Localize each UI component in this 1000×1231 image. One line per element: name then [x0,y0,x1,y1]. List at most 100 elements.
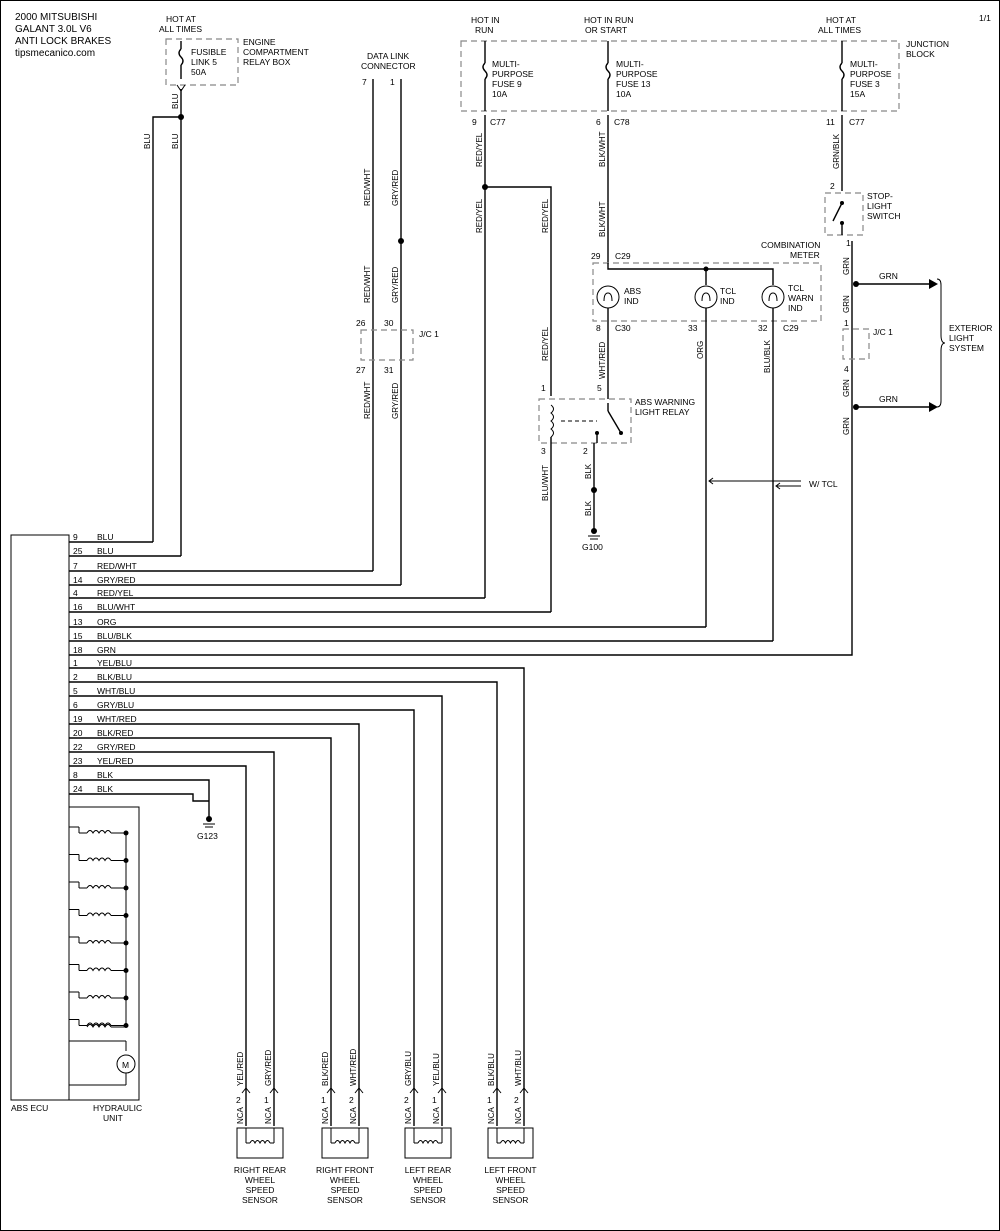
pin-number: 2 [236,1095,241,1105]
power-label: HOT IN [471,15,500,25]
power-label: HOT AT [826,15,856,25]
sensor-label: WHEEL [413,1175,444,1185]
ecu-pin-number: 15 [73,631,83,641]
connector-label: C30 [615,323,631,333]
data-link-label: DATA LINK [367,51,410,61]
ecu-pin-wire: WHT/BLU [97,686,135,696]
bulb-icon [694,285,718,309]
relay-coil-icon [550,404,554,438]
sensor-label: SPEED [414,1185,443,1195]
indicator-label: TCL [788,283,804,293]
nca-label: NCA [514,1106,523,1124]
option-label: W/ TCL [809,479,838,489]
wire-label: WHT/BLU [514,1050,523,1086]
bracket [936,278,946,408]
meter-label: METER [790,250,820,260]
ecu-box [10,534,70,1101]
power-label: HOT AT [166,14,196,24]
ecu-pin-wire: RED/YEL [97,588,134,598]
meter-label: COMBINATION [761,240,820,250]
wire-label: YEL/RED [236,1052,245,1086]
sensor-label: WHEEL [495,1175,526,1185]
indicator-label: WARN [788,293,814,303]
connector-label: C29 [783,323,799,333]
bulb-icon [761,285,785,309]
ecu-pin-number: 13 [73,617,83,627]
ecu-pin-wire: BLK [97,770,113,780]
sensor-coil-icon [500,1140,521,1145]
header-line: 2000 MITSUBISHI [15,12,97,23]
ecu-pin-number: 25 [73,546,83,556]
sensor-label: SPEED [331,1185,360,1195]
wire-label: YEL/BLU [432,1053,441,1086]
ecu-pin-wire: BLU/WHT [97,602,135,612]
wire-label: BLU/BLK [763,339,772,373]
nca-label: NCA [487,1106,496,1124]
ecu-pin-number: 19 [73,714,83,724]
ecu-pin-number: 20 [73,728,83,738]
sensor-box [321,1127,369,1159]
fuse-icon [605,62,611,80]
bulb-icon [596,285,620,309]
indicator-label: ABS [624,286,641,296]
ground-label: G123 [197,831,218,841]
solenoid-icon [86,995,112,999]
indicator-label: TCL [720,286,736,296]
sensor-label: SENSOR [242,1195,278,1205]
solenoid-icon [86,967,112,972]
ecu-harness: G123 [69,541,853,1126]
ecu-pin-number: 22 [73,742,83,752]
ecu-pin-wire: BLU [97,546,114,556]
solenoid-icon [86,912,112,917]
fuse-icon [482,62,488,80]
jc1-outline [842,328,870,360]
ecu-pin-wire: GRY/BLU [97,700,134,710]
relay-label: LIGHT RELAY [635,407,690,417]
wire-label: GRY/RED [264,1049,273,1086]
indicator-label: IND [720,296,735,306]
combination-meter: COMBINATION METER 29 C29 ABS IND TCL IND… [591,240,822,641]
fuse-label: MULTI- [616,59,644,69]
nca-label: NCA [236,1106,245,1124]
switch-label: LIGHT [867,201,892,211]
fuse-label: 10A [616,89,631,99]
wire-label: GRN [842,379,851,397]
switch-outline [824,192,864,236]
pin-number: 2 [404,1095,409,1105]
ground-icon [206,816,212,822]
w-tcl-note: W/ TCL [708,477,838,490]
blu-feed-wires: BLU BLU BLU [143,89,184,556]
data-link-connector: DATA LINK CONNECTOR 7 1 RED/WHT GRY/RED … [356,51,439,585]
wire-label: RED/WHT [363,266,372,303]
exterior-label: LIGHT [949,333,974,343]
connector-label: J/C 1 [419,329,439,339]
blk-wht-circuit: BLK/WHT BLK/WHT [598,115,609,263]
ecu-pin-number: 23 [73,756,83,766]
wire-label: RED/YEL [475,132,484,167]
wire-label: BLU [171,133,180,149]
sensor-box [404,1127,452,1159]
nca-label: NCA [321,1106,330,1124]
nca-label: NCA [264,1106,273,1124]
wire-label: RED/WHT [363,382,372,419]
wire-label: RED/WHT [363,169,372,206]
wire-label: GRY/RED [391,266,400,303]
wire-label: RED/YEL [475,198,484,233]
fuse-label: 15A [850,89,865,99]
ecu-pin-wire: BLU/BLK [97,631,132,641]
ecu-pin-wire: BLK/RED [97,728,133,738]
pin-number: 33 [688,323,698,333]
pin-number: 8 [596,323,601,333]
wire-label: GRN [842,257,851,275]
wire-label: BLK/RED [321,1052,330,1086]
wire-label: GRY/RED [391,382,400,419]
pin-number: 2 [349,1095,354,1105]
ecu-pin-wire: BLK [97,784,113,794]
ecu-pin-wire: GRN [97,645,116,655]
pin-number: 26 [356,318,366,328]
ecu-pin-wire: BLU [97,532,114,542]
solenoid-icon [86,1022,112,1027]
